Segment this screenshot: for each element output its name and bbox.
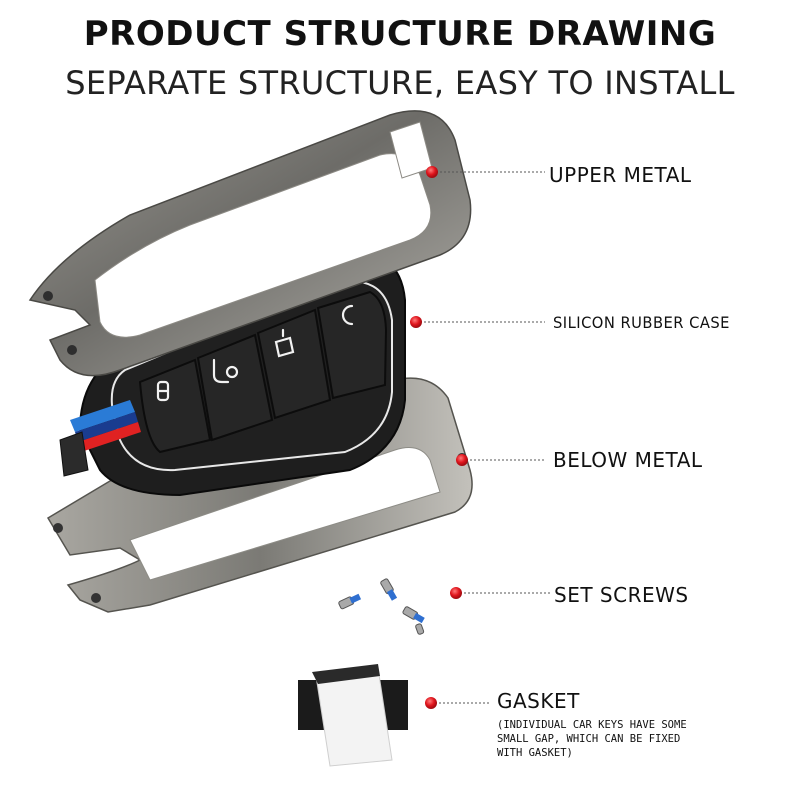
silicon-rubber-case-part <box>59 252 406 497</box>
page-subtitle: SEPARATE STRUCTURE, EASY TO INSTALL <box>65 64 735 102</box>
gasket-note-line: (INDIVIDUAL CAR KEYS HAVE SOME <box>497 719 687 731</box>
page-title: PRODUCT STRUCTURE DRAWING <box>83 14 717 54</box>
label-upper-metal: UPPER METAL <box>549 163 692 187</box>
gasket-note: (INDIVIDUAL CAR KEYS HAVE SOME SMALL GAP… <box>497 718 687 760</box>
callout-upper <box>426 166 545 178</box>
callout-dot-gasket <box>425 697 437 709</box>
label-set-screws: SET SCREWS <box>554 583 689 607</box>
callout-gasket <box>425 697 490 709</box>
gasket-note-line: SMALL GAP, WHICH CAN BE FIXED <box>497 733 681 745</box>
callout-dot-upper <box>426 166 438 178</box>
gasket-note-line: WITH GASKET) <box>497 747 573 759</box>
callout-dot-rubber <box>410 316 422 328</box>
callout-dot-below <box>456 454 468 466</box>
gasket-part <box>298 664 408 767</box>
callout-dot-screws <box>450 587 462 599</box>
label-silicon-rubber-case: SILICON RUBBER CASE <box>553 313 730 332</box>
callout-rubber <box>410 316 545 328</box>
callout-below <box>456 454 545 466</box>
callout-screws <box>450 587 550 599</box>
set-screws-part <box>338 578 425 635</box>
label-below-metal: BELOW METAL <box>553 448 703 472</box>
label-gasket: GASKET <box>497 689 580 713</box>
upper-metal-part <box>28 110 472 377</box>
